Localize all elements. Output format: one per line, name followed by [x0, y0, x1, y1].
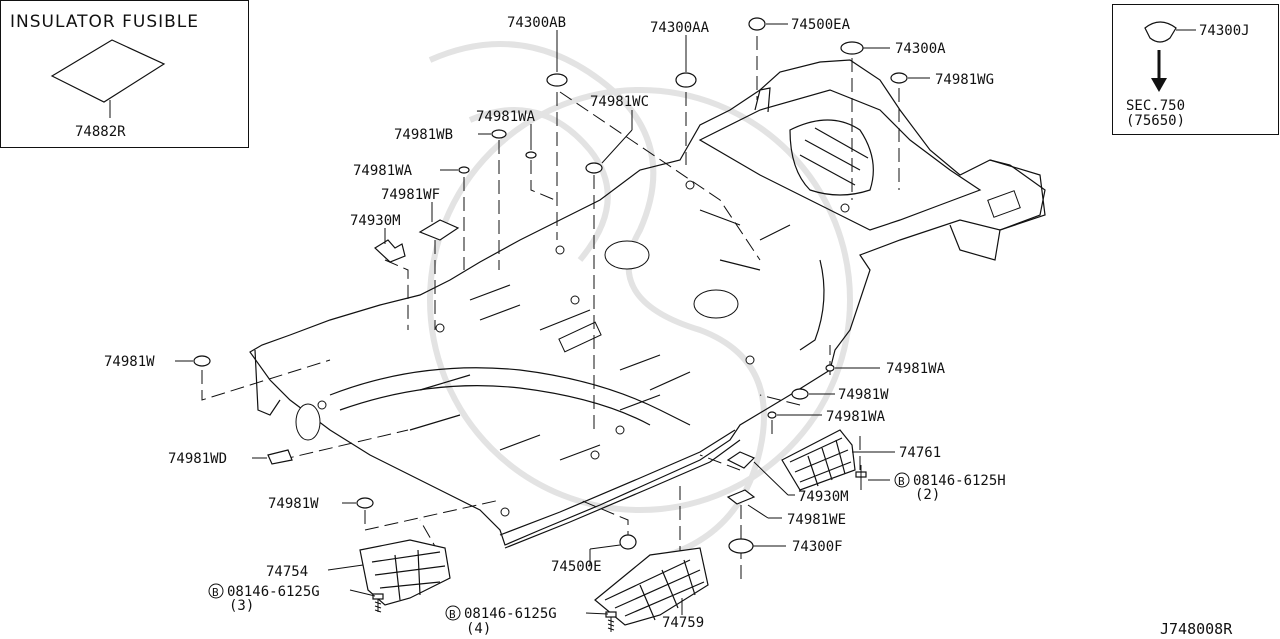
callout-labels: 74300AB 74300AA 74500EA 74300A 74981WG 7… [104, 15, 1233, 638]
dashed-guide-lines [201, 36, 900, 580]
label-74981WA-left: 74981WA [353, 163, 413, 179]
inset-title: INSULATOR FUSIBLE [10, 12, 199, 32]
plug-74300AB [546, 73, 568, 87]
label-74300A: 74300A [895, 41, 946, 57]
pad-74930M-left [374, 239, 406, 263]
watermark-logo [427, 41, 853, 563]
label-74930M-right: 74930M [798, 489, 849, 505]
sec-subreference: (75650) [1126, 113, 1185, 129]
bolt-marker-icon: B [208, 583, 224, 599]
label-74981WG: 74981WG [935, 72, 994, 88]
bolt-marker-icon: B [445, 605, 461, 621]
label-74981WD: 74981WD [168, 451, 227, 467]
label-74981WF: 74981WF [381, 187, 440, 203]
label-08146-6125G-bottom: 08146-6125G [464, 606, 557, 622]
plug-74300J [1144, 21, 1177, 43]
label-74981WB: 74981WB [394, 127, 453, 143]
label-74981WA-r2: 74981WA [826, 409, 886, 425]
label-74754: 74754 [266, 564, 308, 580]
label-74981WC: 74981WC [590, 94, 649, 110]
plug-74500E [619, 534, 637, 550]
label-74759: 74759 [662, 615, 704, 631]
label-74882R: 74882R [75, 124, 126, 140]
plug-74300F [728, 538, 754, 554]
label-74981W-left: 74981W [104, 354, 155, 370]
label-74981WA-r1: 74981WA [886, 361, 946, 377]
pad-74981WA-r1 [825, 364, 835, 372]
bolt-08146-6125G-left [372, 593, 384, 613]
pad-74981W-right [791, 388, 809, 400]
pad-74981WC [585, 162, 603, 174]
plug-74300A [840, 41, 864, 55]
label-74500EA: 74500EA [791, 17, 851, 33]
svg-text:B: B [212, 586, 219, 599]
label-08146-6125G-left: 08146-6125G [227, 584, 320, 600]
parts [193, 17, 908, 632]
label-74300AA: 74300AA [650, 20, 710, 36]
drawing-number: J748008R [1160, 620, 1233, 638]
label-qty-4: (4) [466, 621, 491, 637]
label-74981WA-top: 74981WA [476, 109, 536, 125]
pad-74981WA-left [458, 166, 470, 174]
leader-lines [175, 23, 930, 615]
pad-74981WA-top [525, 151, 537, 159]
floor-panel-assembly [249, 59, 1046, 549]
heat-shield-74761 [781, 429, 856, 491]
pad-74981WB [491, 129, 507, 139]
pad-74930M-right [726, 451, 756, 469]
label-74981W-lower: 74981W [268, 496, 319, 512]
pad-74981WA-r2 [767, 411, 777, 419]
pad-74981W-left [193, 355, 211, 367]
insulator-pad [50, 39, 166, 103]
inset-insulator-fusible: INSULATOR FUSIBLE 74882R [0, 0, 249, 148]
pad-74981WF [418, 219, 460, 241]
label-74300J: 74300J [1199, 23, 1250, 39]
inset-plug-74300J: 74300J SEC.750 (75650) [1112, 4, 1279, 135]
label-qty-3: (3) [229, 598, 254, 614]
svg-text:B: B [449, 608, 456, 621]
pad-74981W-lower [356, 497, 374, 509]
label-74930M-left: 74930M [350, 213, 401, 229]
pad-74981WD [267, 449, 293, 465]
heat-shield-74759 [594, 547, 709, 626]
arrow-down-icon [1151, 78, 1167, 92]
label-74300AB: 74300AB [507, 15, 566, 31]
heat-shield-74754 [359, 539, 451, 606]
bolt-marker-icon: B [894, 472, 910, 488]
label-74500E: 74500E [551, 559, 602, 575]
bolt-08146-6125G-bottom [605, 611, 617, 632]
label-74981WE: 74981WE [787, 512, 846, 528]
plug-74500EA [748, 17, 766, 31]
label-08146-6125H: 08146-6125H [913, 473, 1006, 489]
label-qty-2: (2) [915, 487, 940, 503]
bolt-08146-6125H [855, 465, 867, 490]
label-74761: 74761 [899, 445, 941, 461]
svg-text:B: B [898, 475, 905, 488]
pad-74981WG [890, 72, 908, 84]
sec-reference: SEC.750 [1126, 98, 1185, 114]
label-74300F: 74300F [792, 539, 843, 555]
plug-74300AA [675, 72, 697, 88]
pad-74981WE [726, 489, 756, 505]
label-74981W-right: 74981W [838, 387, 889, 403]
